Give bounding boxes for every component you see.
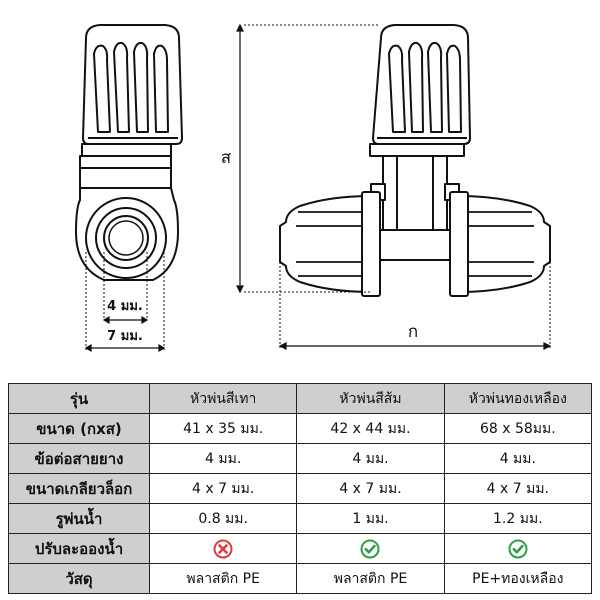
table-cell: 4 x 7 มม. — [296, 473, 445, 504]
width-letter: ก — [408, 322, 418, 342]
table-cell: 1.2 มม. — [443, 503, 593, 534]
table-row: ปรับละอองน้ำ — [8, 533, 593, 564]
check-icon — [360, 539, 380, 558]
table-cell: 4 x 7 มม. — [443, 473, 593, 504]
cross-icon — [213, 539, 233, 558]
table-row: ขนาด (กxส) 41 x 35 มม. 42 x 44 มม. 68 x … — [8, 413, 593, 444]
front-dimension-lines — [244, 24, 551, 350]
table-cell: 4 มม. — [296, 443, 445, 474]
height-letter: ส — [221, 148, 232, 168]
spec-table: รุ่น หัวพ่นสีเทา หัวพ่นสีส้ม หัวพ่นทองเห… — [8, 383, 593, 594]
table-cell: พลาสติก PE — [148, 563, 298, 594]
side-dimension-arrows — [84, 315, 166, 353]
row-label: รูพ่นน้ำ — [8, 503, 150, 534]
table-cell: 1 มม. — [296, 503, 445, 534]
side-view-drawing — [75, 24, 183, 281]
table-cell: 0.8 มม. — [148, 503, 298, 534]
table-cell — [443, 533, 593, 564]
table-cell — [296, 533, 445, 564]
header-brass-sprinkler: หัวพ่นทองเหลือง — [443, 383, 593, 414]
table-cell: 42 x 44 มม. — [296, 413, 445, 444]
side-outer-label: 7 มม. — [107, 329, 143, 344]
check-icon — [508, 539, 528, 558]
table-cell: 41 x 35 มม. — [148, 413, 298, 444]
table-cell: PE+ทองเหลือง — [443, 563, 593, 594]
header-gray-sprinkler: หัวพ่นสีเทา — [148, 383, 298, 414]
sprinkler-dimension-diagram: 4 มม. 7 มม. — [75, 23, 552, 353]
table-cell — [148, 533, 298, 564]
front-view-drawing — [279, 24, 551, 297]
row-label: ข้อต่อสายยาง — [8, 443, 150, 474]
table-cell: 4 มม. — [443, 443, 593, 474]
table-header-row: รุ่น หัวพ่นสีเทา หัวพ่นสีส้ม หัวพ่นทองเห… — [8, 383, 593, 414]
table-row: ข้อต่อสายยาง 4 มม. 4 มม. 4 มม. — [8, 443, 593, 474]
row-label: ปรับละอองน้ำ — [8, 533, 150, 564]
front-dimension-arrows — [236, 23, 552, 350]
header-orange-sprinkler: หัวพ่นสีส้ม — [296, 383, 445, 414]
table-cell: 4 มม. — [148, 443, 298, 474]
table-cell: 4 x 7 มม. — [148, 473, 298, 504]
table-cell: พลาสติก PE — [296, 563, 445, 594]
table-cell: 68 x 58มม. — [443, 413, 593, 444]
table-row: ขนาดเกลียวล็อก 4 x 7 มม. 4 x 7 มม. 4 x 7… — [8, 473, 593, 504]
row-label: วัสดุ — [8, 563, 150, 594]
side-inner-label: 4 มม. — [107, 299, 143, 314]
header-model: รุ่น — [8, 383, 150, 414]
row-label: ขนาดเกลียวล็อก — [8, 473, 150, 504]
table-row: วัสดุ พลาสติก PE พลาสติก PE PE+ทองเหลือง — [8, 563, 593, 594]
row-label: ขนาด (กxส) — [8, 413, 150, 444]
side-dimension-lines — [85, 252, 165, 352]
table-row: รูพ่นน้ำ 0.8 มม. 1 มม. 1.2 มม. — [8, 503, 593, 534]
